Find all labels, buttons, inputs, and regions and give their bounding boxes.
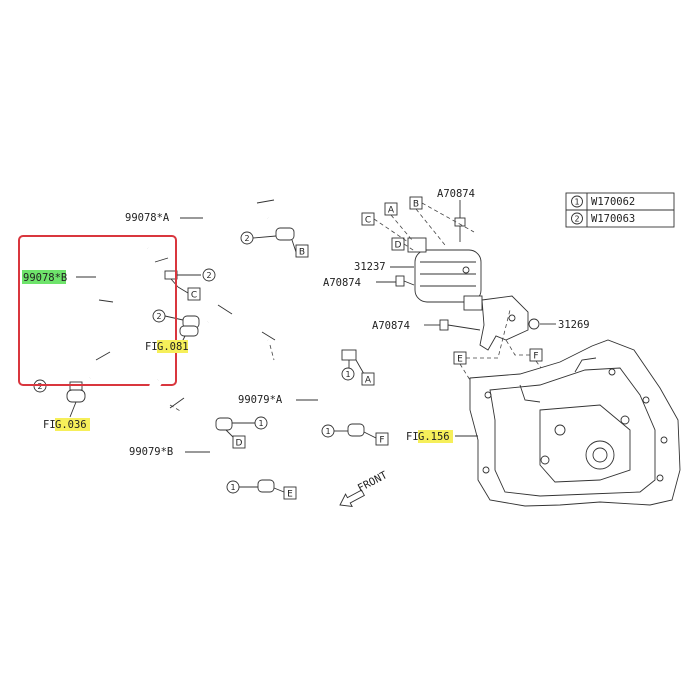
oil-cooler-drawing [407,237,483,311]
highlight-frame [18,235,177,386]
fig-ref-036-prefix: FI [43,419,56,431]
part-label-a70874-mid: A70874 [323,277,361,289]
legend-circle-1 [571,195,583,208]
box-label-frame [283,486,297,500]
fig-ref-156: G.156 [418,431,450,443]
hose-99078-b-drawing [86,239,170,384]
clamp-icon [257,479,275,493]
clamp-ref-number: 2 [244,234,249,243]
box-label-a-right: A [388,206,395,216]
clamp-icon [164,270,201,288]
fig-ref-036: G.036 [55,419,87,431]
clamp-icon [341,349,357,361]
box-label-e-left: E [287,490,293,500]
dashed-leader [169,404,183,413]
clamp-ref-number: 1 [258,419,263,428]
box-label-f-right: F [533,352,538,362]
highlight-yellow [157,340,188,353]
hose-99079-a-drawing [253,294,364,442]
transmission-case-drawing [469,339,681,507]
front-arrow-icon [339,489,365,508]
part-label-31237: 31237 [354,261,386,273]
fig-ref-081: G.081 [157,341,189,353]
clamp-ref-number: 2 [37,382,42,391]
box-label-frame [232,435,246,449]
box-label-d-left: D [236,439,243,449]
legend: 1 W170062 2 W170063 [565,192,675,228]
bolt-icon [395,275,415,287]
part-label-31269: 31269 [558,319,590,331]
legend-code-1: W170062 [591,196,635,208]
legend-key-2: 2 [574,215,579,224]
highlight-green [22,270,66,284]
part-label-99078-a: 99078*A [125,212,170,224]
clamp-ref-number: 1 [345,370,350,379]
box-label-c-left: C [191,291,197,301]
box-label-d-right: D [395,241,402,251]
clamp-ref-number: 1 [325,427,330,436]
legend-code-2: W170063 [591,213,635,225]
clamp-ref-number: 2 [156,312,161,321]
dashed-leader [269,344,275,361]
bolt-icon [454,217,466,242]
clamp-icon [275,227,295,241]
part-label-99079-b: 99079*B [129,446,173,458]
front-label: FRONT [356,469,390,495]
clamp-ref-number: 1 [230,483,235,492]
box-label-frame [295,244,309,258]
bracket-drawing [479,295,540,351]
hose-99078-a-drawing [199,185,275,328]
box-label-frame [375,432,389,446]
box-label-b-right: B [413,200,419,210]
box-label-a-left: A [365,376,372,386]
part-label-a70874-top: A70874 [437,188,475,200]
box-label-frame [187,287,201,301]
box-label-c-right: C [365,216,371,226]
box-label-frame [361,372,375,386]
bolt-icon [439,319,481,331]
highlight-yellow [418,430,453,443]
box-label-f-left: F [379,436,384,446]
fig-ref-156-prefix: FI [406,431,419,443]
part-label-99078-b: 99078*B [23,272,67,284]
highlight-yellow [55,418,90,431]
part-label-a70874-low: A70874 [372,320,410,332]
clamp-ref-number: 2 [206,271,211,280]
box-label-e-right: E [457,355,463,365]
legend-circle-2 [571,212,583,225]
box-label-b-left: B [299,248,305,258]
clamp-ref-circle [341,367,355,381]
clamp-icon [179,315,200,337]
legend-key-1: 1 [574,198,579,207]
clamp-ref-circle [202,268,216,282]
clamp-icon [347,423,365,437]
clamp-icon [215,417,233,431]
part-label-99079-a: 99079*A [238,394,283,406]
fig-ref-081-prefix: FI [145,341,158,353]
